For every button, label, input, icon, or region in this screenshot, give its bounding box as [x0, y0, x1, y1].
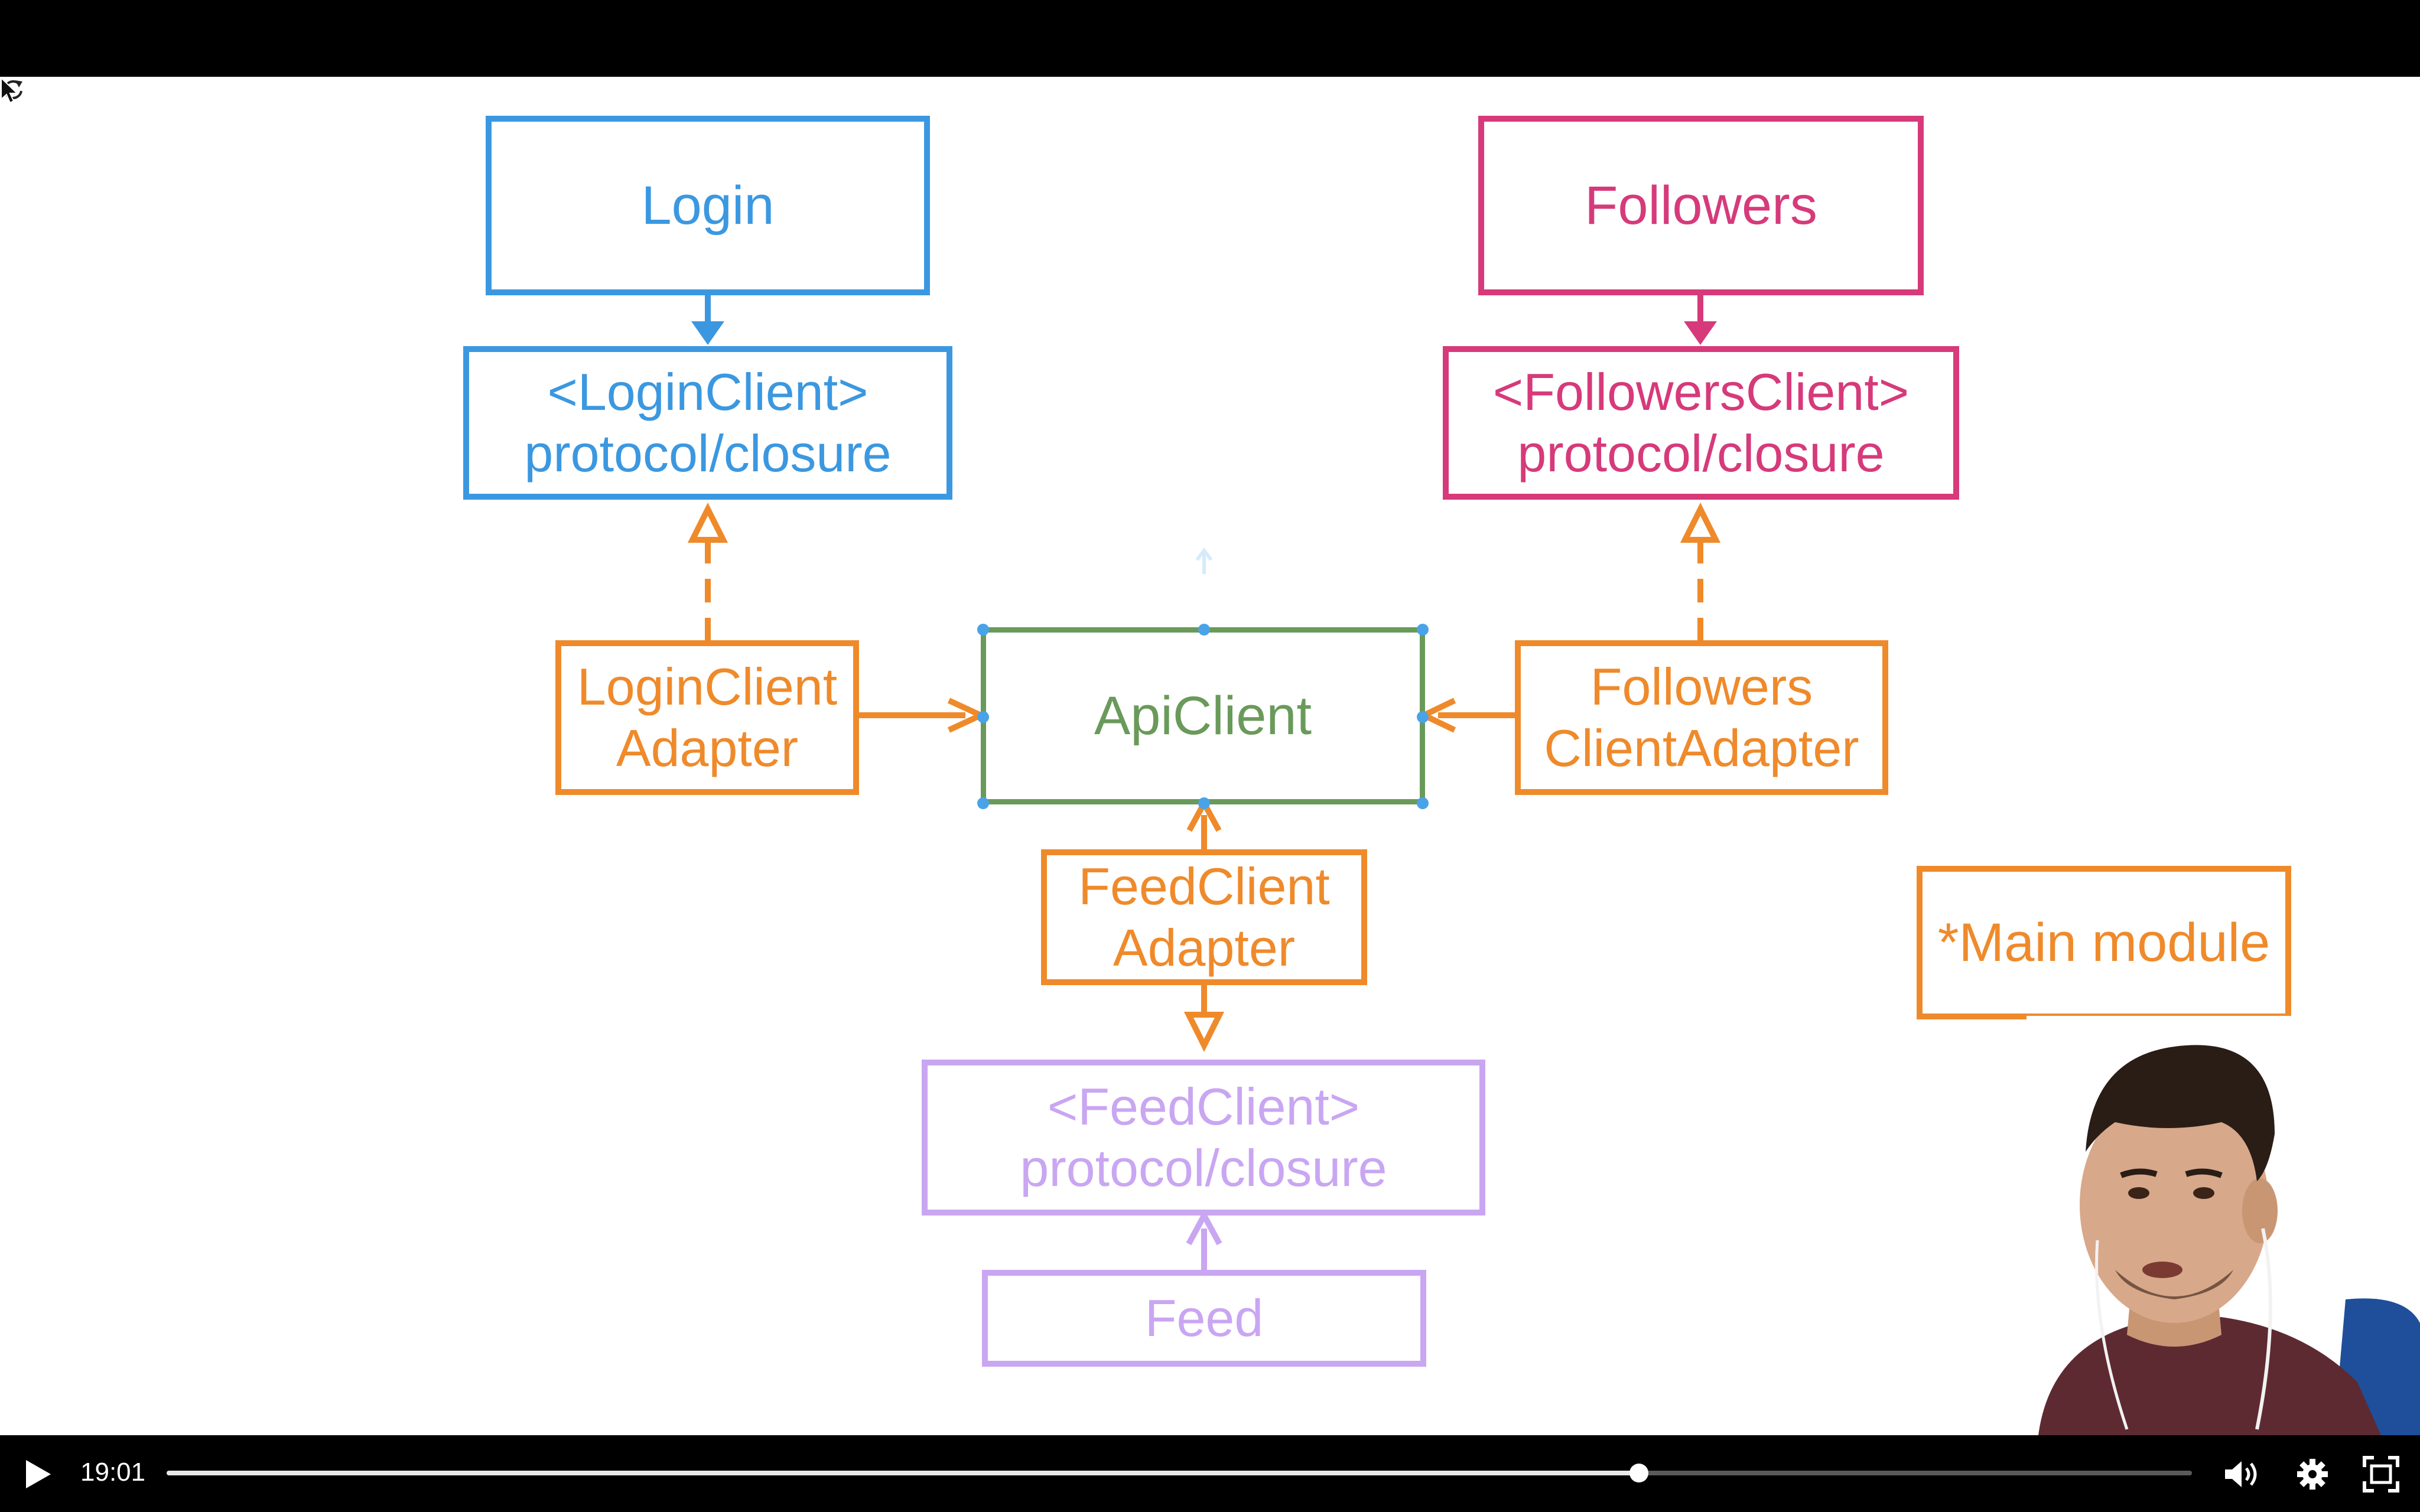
diagram-connectors — [687, 294, 1721, 1272]
api-client-label: ApiClient — [1094, 685, 1312, 746]
selection-handle-right[interactable] — [1417, 711, 1429, 723]
followers-client-box[interactable]: <FollowersClient> protocol/closure — [1443, 346, 1959, 500]
presenter-webcam — [2027, 1016, 2420, 1435]
top-letterbox — [0, 0, 2420, 77]
login-label: Login — [641, 175, 775, 236]
login-box[interactable]: Login — [486, 116, 930, 295]
arrowhead-loginadapter-to-loginclient — [687, 502, 728, 543]
selection-handle-bottom-left[interactable] — [977, 797, 989, 809]
login-client-adapter-box[interactable]: LoginClient Adapter — [555, 640, 859, 795]
progress-bar[interactable] — [167, 1464, 2192, 1482]
followers-adapter-line1: Followers — [1590, 657, 1813, 716]
feed-client-line2: protocol/closure — [1020, 1139, 1387, 1197]
gear-icon[interactable] — [2291, 1453, 2334, 1495]
video-control-bar: 19:01 — [0, 1435, 2420, 1512]
feed-client-adapter-box[interactable]: FeedClient Adapter — [1041, 849, 1367, 985]
login-client-line2: protocol/closure — [524, 424, 892, 483]
api-client-box[interactable]: ApiClient — [981, 627, 1425, 804]
feed-client-box[interactable]: <FeedClient> protocol/closure — [922, 1060, 1485, 1216]
selection-handle-bottom-right[interactable] — [1417, 797, 1429, 809]
feed-label: Feed — [1144, 1289, 1264, 1348]
arrowhead-feed-to-feedclient — [1186, 1209, 1222, 1246]
followers-client-adapter-box[interactable]: Followers ClientAdapter — [1515, 640, 1888, 795]
login-client-box[interactable]: <LoginClient> protocol/closure — [463, 346, 952, 500]
followers-label: Followers — [1585, 175, 1817, 236]
main-module-box[interactable]: *Main module — [1917, 866, 2291, 1019]
feed-client-line1: <FeedClient> — [1047, 1077, 1360, 1136]
selection-handle-top-left[interactable] — [977, 624, 989, 636]
login-adapter-line1: LoginClient — [577, 657, 838, 716]
followers-adapter-line2: ClientAdapter — [1544, 719, 1859, 777]
feed-box[interactable]: Feed — [982, 1270, 1426, 1367]
selection-handle-top[interactable] — [1198, 624, 1210, 636]
selection-handle-top-right[interactable] — [1417, 624, 1429, 636]
selection-handle-bottom[interactable] — [1198, 797, 1210, 809]
login-client-line1: <LoginClient> — [547, 363, 869, 422]
arrowhead-followersadapter-to-followersclient — [1680, 502, 1721, 543]
play-icon[interactable] — [21, 1456, 54, 1492]
followers-client-line2: protocol/closure — [1517, 424, 1885, 483]
cursor-icon — [0, 77, 19, 104]
progress-played — [167, 1471, 1640, 1475]
main-module-label: *Main module — [1937, 912, 2271, 973]
feed-adapter-line2: Adapter — [1113, 918, 1296, 977]
ghost-arrowhead — [1195, 548, 1213, 561]
arrowhead-login-to-loginclient — [691, 321, 724, 345]
login-adapter-line2: Adapter — [616, 719, 799, 777]
feed-adapter-line1: FeedClient — [1078, 857, 1330, 916]
progress-scrubber-handle[interactable] — [1629, 1464, 1649, 1482]
arrowhead-followers-to-followersclient — [1684, 321, 1717, 345]
slide-canvas: Login <LoginClient> protocol/closure Fol… — [0, 77, 2420, 1435]
arrowhead-feedadapter-to-feedclient — [1183, 1012, 1225, 1052]
selection-handle-left[interactable] — [977, 711, 989, 723]
timecode: 19:01 — [80, 1458, 146, 1487]
volume-icon[interactable] — [2219, 1453, 2262, 1495]
followers-box[interactable]: Followers — [1478, 116, 1924, 295]
followers-client-line1: <FollowersClient> — [1492, 363, 1910, 422]
fullscreen-icon[interactable] — [2360, 1453, 2402, 1495]
